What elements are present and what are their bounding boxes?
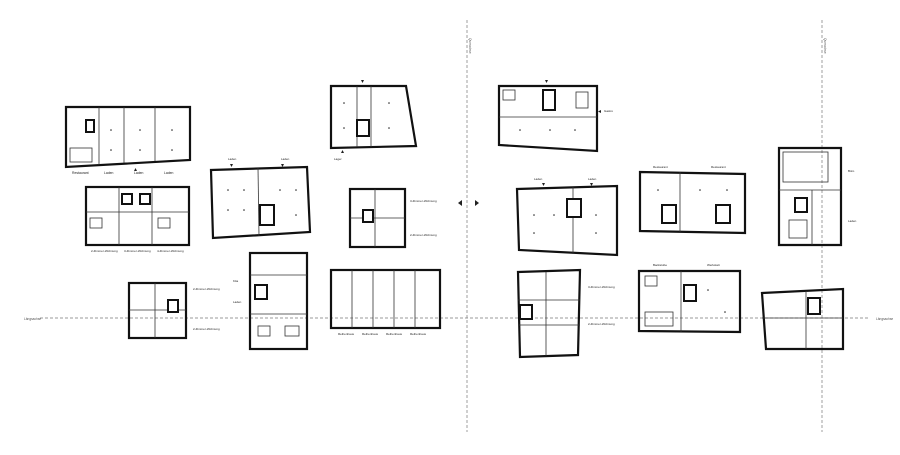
plan10-label-restaurant-2: Restaurant: [711, 165, 726, 169]
plan7-label-row-3: Reihenhaus: [386, 332, 403, 336]
plan3-label-shop-2: Laden: [281, 157, 290, 161]
floor-plan-11: Gastro: [497, 80, 613, 153]
floor-plan-8: Lager: [329, 80, 418, 161]
plan1-label-shop-1: Laden: [104, 171, 114, 175]
floor-plan-15: [760, 287, 845, 351]
axis-label-left: Längsachse: [24, 317, 41, 321]
plan7-label-row-2: Reihenhaus: [362, 332, 379, 336]
floor-plan-12: 3-Zimmer-Wohnung 2-Zimmer-Wohnung: [516, 268, 615, 359]
floor-plan-5: 2-Zimmer-Wohnung 2-Zimmer-Wohnung: [127, 281, 220, 340]
axis-label-right: Längsachse: [876, 317, 893, 321]
plan4-label-apt-3: 3-Zimmer-Wohnung: [410, 199, 437, 203]
plan1-label-shop-2: Laden: [134, 171, 144, 175]
arrow-marker: [475, 200, 479, 206]
plan12-label-apt-2: 2-Zimmer-Wohnung: [588, 322, 615, 326]
plan14-label-shop: Laden: [848, 219, 857, 223]
floor-plan-14: Büro Laden: [777, 146, 857, 247]
floor-plan-4: 3-Zimmer-Wohnung 2-Zimmer-Wohnung: [348, 187, 437, 249]
floor-plan-13: Backstube Werkstatt: [637, 263, 742, 334]
arrow-marker: [458, 200, 462, 206]
plan8-label-storage: Lager: [334, 157, 342, 161]
plan13-label-bakery: Backstube: [653, 263, 667, 267]
plan3-label-shop-1: Laden: [228, 157, 237, 161]
axis-label-vertical-1: Querachse: [468, 38, 472, 54]
floor-plan-3: Laden Laden: [209, 157, 312, 240]
floor-plan-1: Restaurant Laden Laden Laden: [64, 105, 192, 175]
plan13-label-workshop: Werkstatt: [707, 263, 720, 267]
axis-label-vertical-2: Querachse: [823, 38, 827, 54]
axis-lines: Längsachse Längsachse Querachse Querachs…: [24, 20, 893, 432]
plan7-label-row-4: Reihenhaus: [410, 332, 427, 336]
plan7-label-row-1: Reihenhaus: [338, 332, 355, 336]
plan6-label-kita: Kita: [233, 279, 239, 283]
plan2-label-apt-2: 2-Zimmer-Wohnung: [91, 249, 118, 253]
plan1-label-shop-3: Laden: [164, 171, 174, 175]
plan6-label-shop: Laden: [233, 300, 242, 304]
plan1-label-restaurant: Restaurant: [72, 171, 89, 175]
plan5-label-apt-a: 2-Zimmer-Wohnung: [193, 287, 220, 291]
plan2-label-apt-3: 3-Zimmer-Wohnung: [124, 249, 151, 253]
plan4-label-apt-2: 2-Zimmer-Wohnung: [410, 233, 437, 237]
plan5-label-apt-b: 2-Zimmer-Wohnung: [193, 327, 220, 331]
floor-plan-2: 2-Zimmer-Wohnung 3-Zimmer-Wohnung 4-Zimm…: [84, 185, 191, 253]
plan9-label-shop-2: Laden: [588, 177, 597, 181]
floor-plan-6: Kita Laden: [233, 251, 309, 351]
plan14-label-office: Büro: [848, 169, 855, 173]
plan9-label-shop-1: Laden: [534, 177, 543, 181]
plan12-label-apt-3: 3-Zimmer-Wohnung: [588, 285, 615, 289]
floor-plan-9: Laden Laden: [515, 177, 619, 257]
plan2-label-apt-4: 4-Zimmer-Wohnung: [157, 249, 184, 253]
plan10-label-restaurant-1: Restaurant: [653, 165, 668, 169]
floor-plan-10: Restaurant Restaurant: [638, 165, 747, 235]
plan11-label-gastro: Gastro: [604, 109, 613, 113]
floor-plan-7: Reihenhaus Reihenhaus Reihenhaus Reihenh…: [329, 268, 442, 336]
